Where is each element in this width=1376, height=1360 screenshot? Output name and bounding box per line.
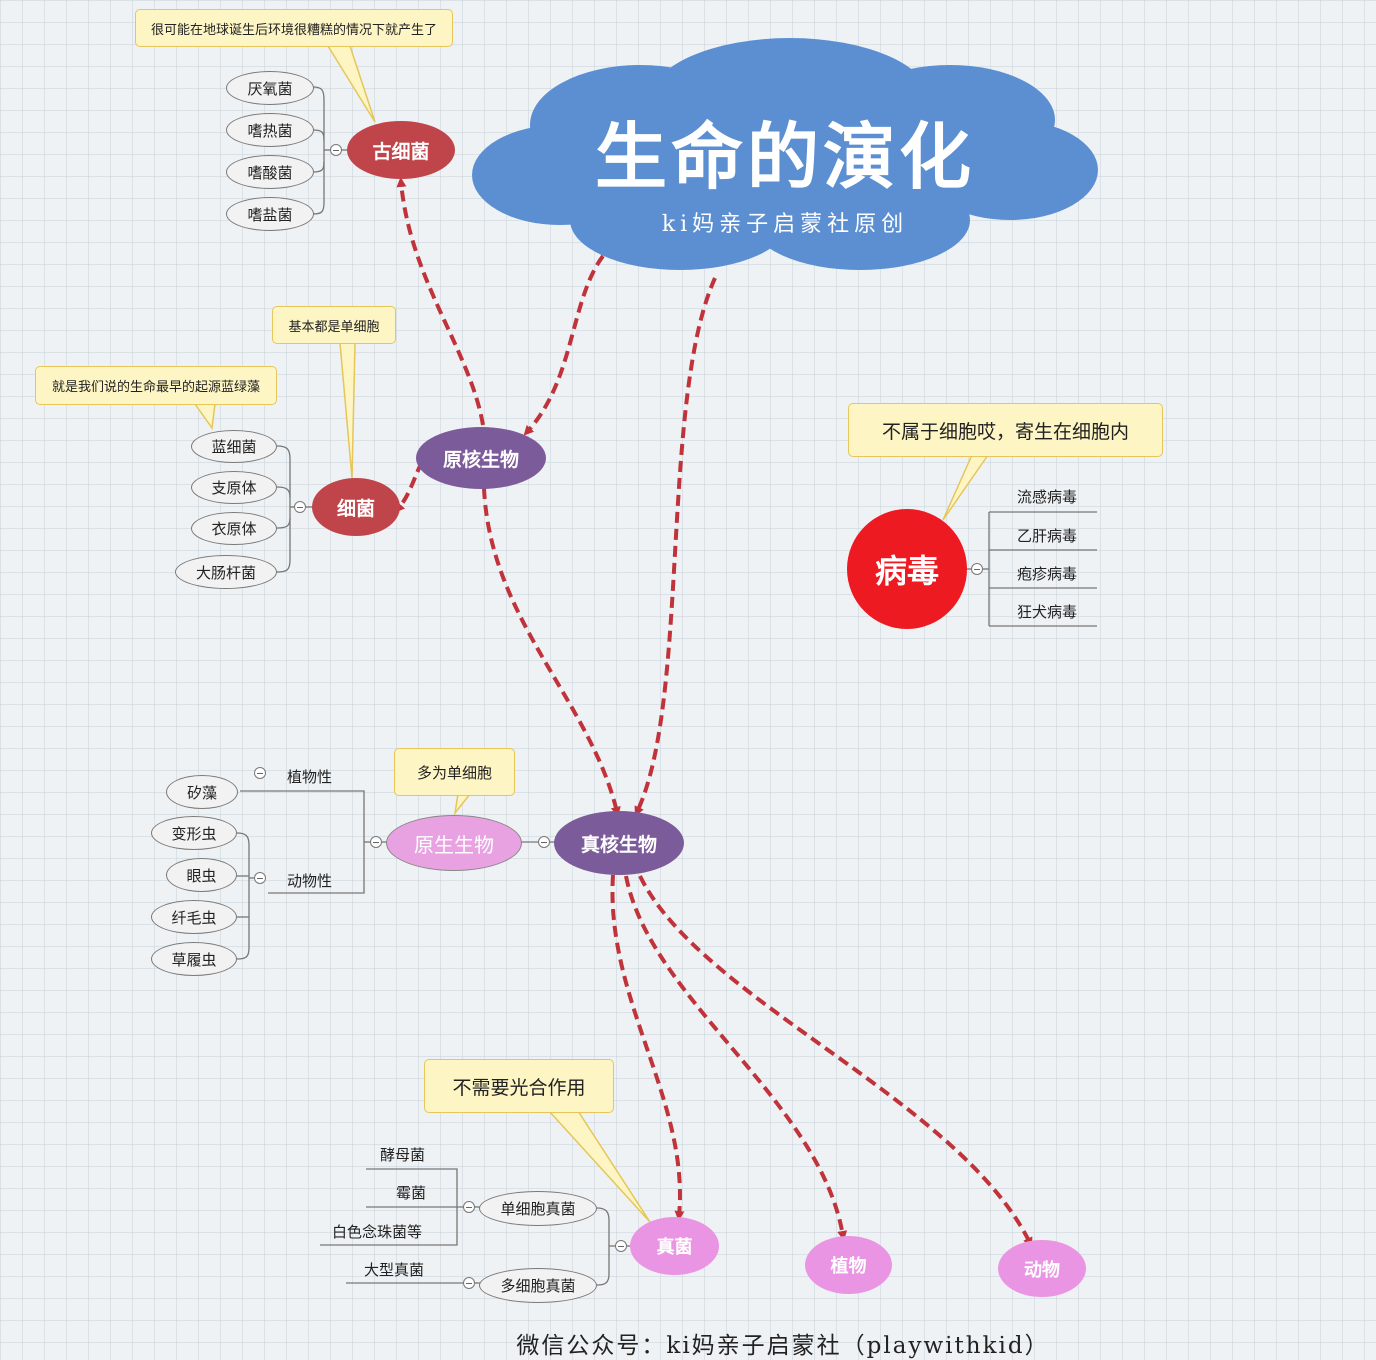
collapse-toggle-unicellular-fungi[interactable]	[463, 1201, 475, 1213]
title-cloud	[472, 38, 1098, 270]
leaf-protist-animal-1[interactable]: 眼虫	[166, 858, 237, 892]
callout-archaea: 很可能在地球诞生后环境很糟糕的情况下就产生了	[135, 9, 453, 47]
collapse-toggle-eukaryote[interactable]	[538, 836, 550, 848]
leaf-virus-2[interactable]: 疱疹病毒	[1017, 565, 1078, 583]
node-unicellular-fungi[interactable]: 单细胞真菌	[479, 1191, 597, 1226]
leaf-virus-3[interactable]: 狂犬病毒	[1017, 603, 1078, 621]
leaf-archaea-3[interactable]: 嗜盐菌	[226, 197, 314, 231]
arrow-eukaryote-to-plants	[624, 875, 848, 1241]
arrow-eukaryote-to-fungi	[610, 874, 685, 1221]
leaf-virus-0[interactable]: 流感病毒	[1017, 488, 1078, 506]
leaf-fungi-multi-0[interactable]: 大型真菌	[364, 1261, 425, 1279]
evolution-arrows	[394, 177, 1033, 1248]
collapse-toggle-archaea[interactable]	[330, 144, 342, 156]
leaf-fungi-uni-1[interactable]: 霉菌	[396, 1184, 427, 1202]
collapse-toggle-plant-like[interactable]	[254, 767, 266, 779]
node-plants[interactable]: 植物	[805, 1236, 892, 1294]
leaf-bacteria-0[interactable]: 蓝细菌	[191, 430, 277, 463]
leaf-archaea-0[interactable]: 厌氧菌	[226, 71, 314, 105]
diagram-subtitle: ki妈亲子启蒙社原创	[661, 212, 909, 237]
leaf-fungi-uni-0[interactable]: 酵母菌	[380, 1146, 426, 1164]
leaf-archaea-2[interactable]: 嗜酸菌	[226, 155, 314, 189]
node-eukaryote[interactable]: 真核生物	[554, 811, 684, 875]
leaf-protist-animal-2[interactable]: 纤毛虫	[151, 900, 237, 934]
callout-bacteria: 就是我们说的生命最早的起源蓝绿藻	[35, 366, 277, 405]
collapse-toggle-animal-like[interactable]	[254, 872, 266, 884]
node-archaea[interactable]: 古细菌	[347, 121, 455, 179]
diagram-title: 生命的演化	[594, 115, 975, 199]
node-fungi[interactable]: 真菌	[630, 1217, 719, 1275]
leaf-archaea-1[interactable]: 嗜热菌	[226, 113, 314, 147]
node-protist[interactable]: 原生生物	[386, 815, 522, 871]
leaf-bacteria-3[interactable]: 大肠杆菌	[175, 555, 277, 589]
arrow-cloud-to-eukaryote	[634, 277, 717, 817]
leaf-protist-animal-0[interactable]: 变形虫	[151, 816, 237, 850]
node-animals[interactable]: 动物	[998, 1240, 1086, 1297]
leaf-bacteria-2[interactable]: 衣原体	[191, 512, 277, 545]
callout-prokaryote: 基本都是单细胞	[272, 306, 396, 344]
node-bacteria[interactable]: 细菌	[312, 478, 400, 536]
collapse-toggle-multicellular-fungi[interactable]	[463, 1277, 475, 1289]
arrow-prokaryote-to-bacteria	[394, 461, 424, 513]
callout-protist: 多为单细胞	[394, 748, 515, 796]
arrow-prokaryote-to-eukaryote	[482, 487, 621, 817]
leaf-protist-plant-0[interactable]: 矽藻	[166, 775, 238, 809]
collapse-toggle-virus[interactable]	[971, 563, 983, 575]
label-animal-like[interactable]: 动物性	[287, 872, 333, 890]
tree-connectors	[236, 86, 1097, 1286]
leaf-bacteria-1[interactable]: 支原体	[191, 471, 277, 504]
arrow-prokaryote-to-archaea	[396, 177, 485, 426]
footer-credit: 微信公众号：ki妈亲子启蒙社（playwithkid）	[516, 1333, 1050, 1359]
node-virus[interactable]: 病毒	[847, 509, 967, 629]
callout-fungi: 不需要光合作用	[424, 1059, 614, 1113]
arrow-cloud-to-prokaryote	[523, 254, 605, 436]
callout-tails	[193, 45, 990, 1223]
collapse-toggle-fungi[interactable]	[615, 1240, 627, 1252]
label-plant-like[interactable]: 植物性	[287, 768, 333, 786]
node-multicellular-fungi[interactable]: 多细胞真菌	[479, 1268, 597, 1303]
arrow-eukaryote-to-animals	[638, 875, 1033, 1248]
leaf-virus-1[interactable]: 乙肝病毒	[1017, 527, 1078, 545]
leaf-fungi-uni-2[interactable]: 白色念珠菌等	[332, 1223, 423, 1241]
leaf-protist-animal-3[interactable]: 草履虫	[151, 942, 237, 976]
collapse-toggle-bacteria[interactable]	[294, 501, 306, 513]
collapse-toggle-protist[interactable]	[370, 836, 382, 848]
callout-virus: 不属于细胞哎，寄生在细胞内	[848, 403, 1163, 457]
node-prokaryote[interactable]: 原核生物	[416, 427, 546, 489]
